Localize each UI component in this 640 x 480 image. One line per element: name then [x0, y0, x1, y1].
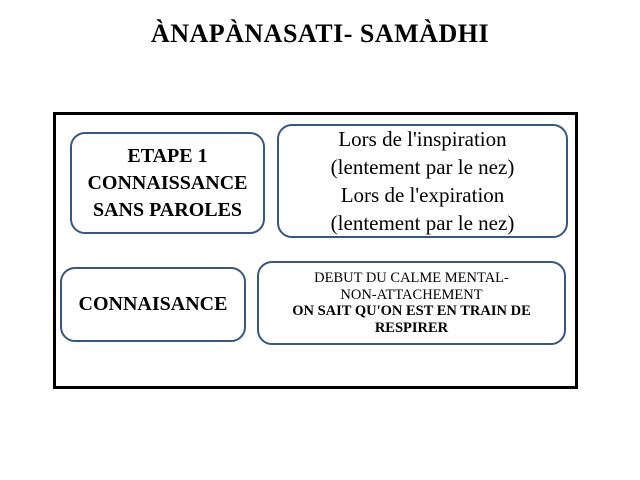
- box-calme-line: ON SAIT QU'ON EST EN TRAIN DE: [292, 303, 531, 319]
- box-connaisance-line: CONNAISANCE: [78, 293, 228, 315]
- box-inspiration-line: (lentement par le nez): [330, 155, 515, 179]
- box-inspiration-line: Lors de l'expiration: [340, 183, 505, 207]
- box-etape-1: ETAPE 1 CONNAISSANCE SANS PAROLES: [70, 132, 265, 234]
- box-inspiration-line: (lentement par le nez): [330, 211, 515, 235]
- box-etape-line: SANS PAROLES: [92, 198, 243, 221]
- box-etape-line: ETAPE 1: [127, 144, 208, 167]
- box-calme-line: NON-ATTACHEMENT: [340, 286, 483, 303]
- box-calme-line: RESPIRER: [374, 319, 449, 336]
- box-calme-mental: DEBUT DU CALME MENTAL- NON-ATTACHEMENT O…: [257, 261, 566, 345]
- box-etape-line: CONNAISSANCE: [87, 171, 248, 194]
- box-connaisance: CONNAISANCE: [60, 267, 246, 342]
- box-calme-line: DEBUT DU CALME MENTAL-: [314, 270, 509, 286]
- box-inspiration-expiration: Lors de l'inspiration (lentement par le …: [277, 124, 568, 238]
- slide-title: ÀNAPÀNASATI- SAMÀDHI: [150, 19, 490, 48]
- box-inspiration-line: Lors de l'inspiration: [338, 127, 507, 151]
